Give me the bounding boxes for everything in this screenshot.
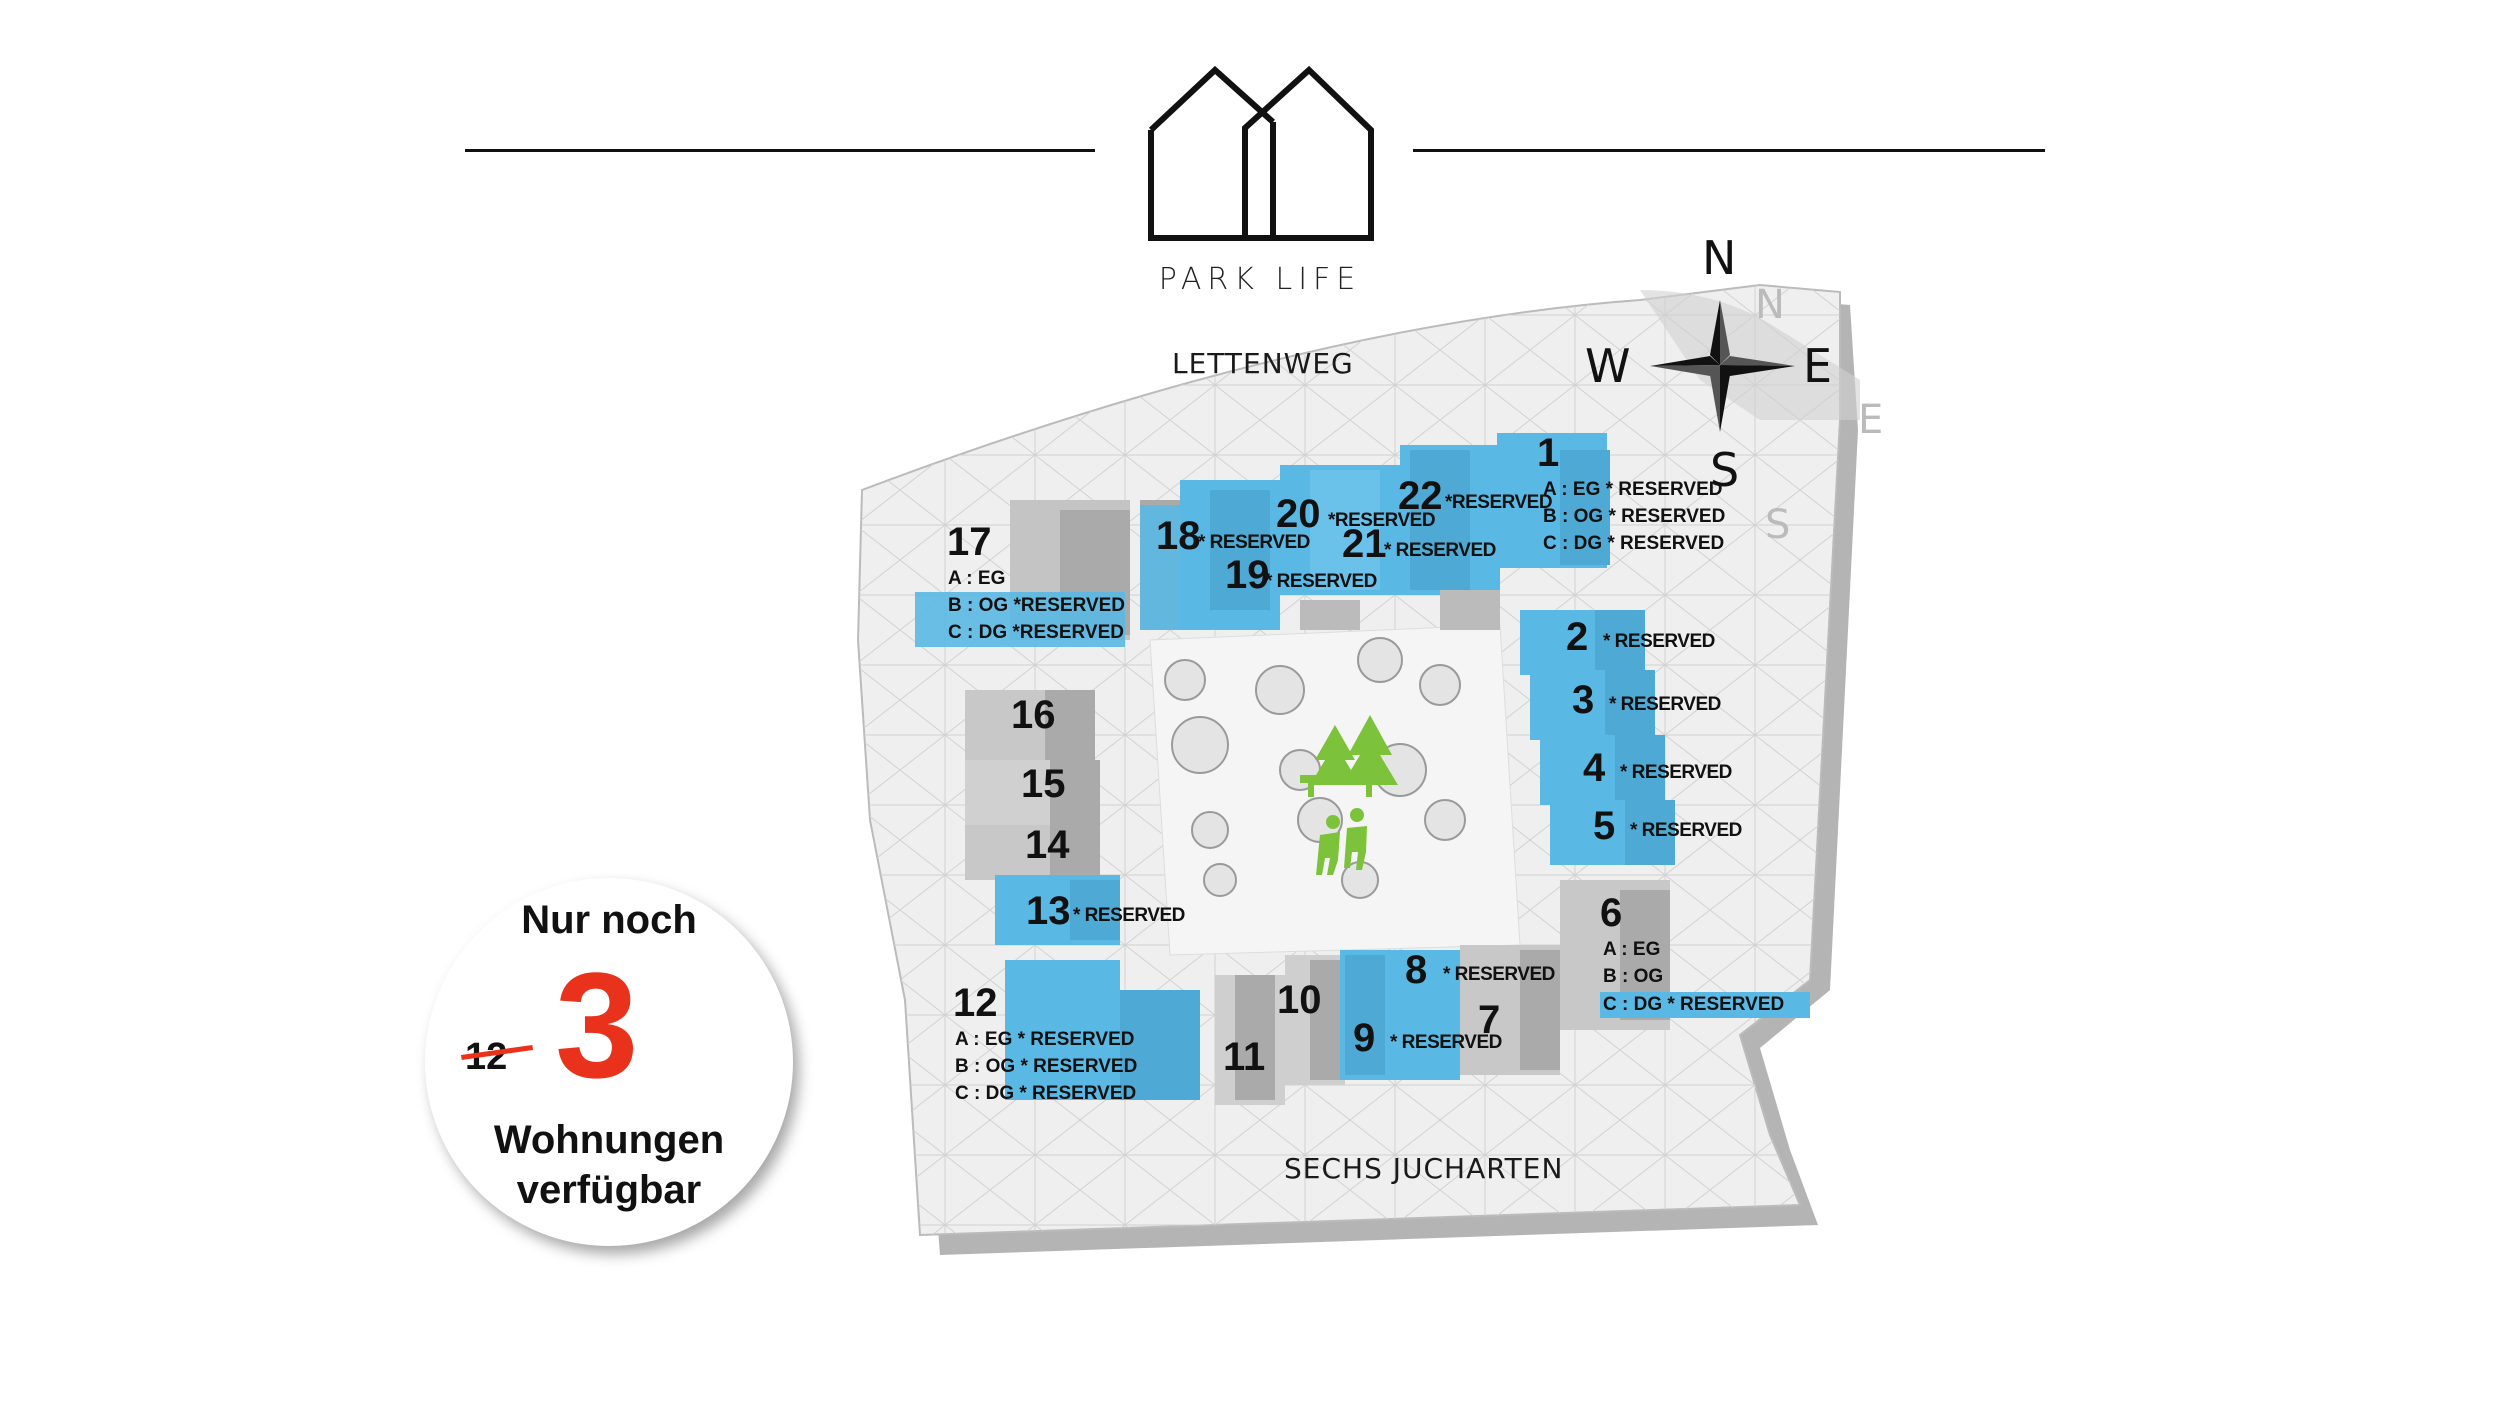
compass-w: W bbox=[1585, 339, 1631, 393]
unit-number-7[interactable]: 7 bbox=[1478, 998, 1501, 1042]
compass-e: E bbox=[1803, 339, 1833, 393]
north-row bbox=[1140, 445, 1500, 630]
unit-6-level-b: B : OG bbox=[1603, 966, 1664, 987]
compass-n: N bbox=[1702, 231, 1737, 285]
unit-1-level-b: B : OG * RESERVED bbox=[1543, 506, 1726, 527]
unit-3-status: * RESERVED bbox=[1609, 694, 1721, 715]
badge-line-3: Wohnungen bbox=[493, 1118, 725, 1162]
unit-number-16[interactable]: 16 bbox=[1011, 693, 1056, 737]
unit-6-level-c: C : DG * RESERVED bbox=[1603, 994, 1785, 1015]
unit-number-13[interactable]: 13 bbox=[1026, 889, 1071, 933]
unit-number-3[interactable]: 3 bbox=[1572, 678, 1595, 722]
unit-number-15[interactable]: 15 bbox=[1021, 762, 1066, 806]
unit-number-11[interactable]: 11 bbox=[1223, 1035, 1266, 1079]
unit-number-22[interactable]: 22 bbox=[1398, 474, 1443, 518]
header-rule-left bbox=[465, 149, 1095, 152]
unit-13-status: * RESERVED bbox=[1073, 905, 1185, 926]
unit-9-status: * RESERVED bbox=[1390, 1032, 1502, 1053]
unit-number-20[interactable]: 20 bbox=[1276, 492, 1321, 536]
unit-19-status: * RESERVED bbox=[1265, 571, 1377, 592]
unit-number-19[interactable]: 19 bbox=[1225, 553, 1270, 597]
unit-number-4[interactable]: 4 bbox=[1583, 746, 1606, 790]
house-outline-icon bbox=[1148, 65, 1374, 241]
compass-n-shadow: N bbox=[1755, 282, 1785, 328]
header-rule-right bbox=[1413, 149, 2045, 152]
badge-line-4: verfügbar bbox=[516, 1168, 702, 1212]
unit-number-8[interactable]: 8 bbox=[1405, 948, 1428, 992]
unit-number-12[interactable]: 12 bbox=[953, 981, 998, 1025]
unit-number-5[interactable]: 5 bbox=[1593, 804, 1616, 848]
unit-number-21[interactable]: 21 bbox=[1342, 522, 1387, 566]
unit-21-status: * RESERVED bbox=[1384, 540, 1496, 561]
unit-number-18[interactable]: 18 bbox=[1156, 514, 1201, 558]
unit-number-14[interactable]: 14 bbox=[1025, 823, 1070, 867]
unit-number-6[interactable]: 6 bbox=[1600, 891, 1623, 935]
unit-number-2[interactable]: 2 bbox=[1566, 615, 1589, 659]
street-south: SECHS JUCHARTEN bbox=[1284, 1152, 1564, 1185]
unit-18-status: * RESERVED bbox=[1198, 532, 1310, 553]
unit-17-level-b: B : OG *RESERVED bbox=[948, 595, 1126, 616]
unit-6-level-a: A : EG bbox=[1603, 939, 1661, 960]
unit-17-level-c: C : DG *RESERVED bbox=[948, 622, 1124, 643]
availability-badge: Nur noch 12 3 Wohnungen verfügbar bbox=[425, 878, 793, 1246]
unit-12-level-a: A : EG * RESERVED bbox=[955, 1029, 1135, 1050]
unit-4-status: * RESERVED bbox=[1620, 762, 1732, 783]
unit-12-level-c: C : DG * RESERVED bbox=[955, 1083, 1137, 1104]
courtyard bbox=[1149, 624, 1521, 956]
compass-e-shadow: E bbox=[1858, 397, 1884, 443]
unit-number-9[interactable]: 9 bbox=[1353, 1016, 1376, 1060]
unit-12-level-b: B : OG * RESERVED bbox=[955, 1056, 1138, 1077]
unit-number-17[interactable]: 17 bbox=[947, 520, 992, 564]
unit-8-status: * RESERVED bbox=[1443, 964, 1555, 985]
unit-22-status: *RESERVED bbox=[1445, 492, 1553, 513]
unit-1-level-c: C : DG * RESERVED bbox=[1543, 533, 1725, 554]
brand-name: PARK LIFE bbox=[1158, 262, 1362, 297]
tree-cluster bbox=[1164, 637, 1466, 899]
park-icon bbox=[1300, 715, 1398, 875]
badge-new-count: 3 bbox=[555, 941, 639, 1109]
unit-17-level-a: A : EG bbox=[948, 568, 1006, 589]
unit-number-1[interactable]: 1 bbox=[1537, 431, 1560, 475]
badge-line-1: Nur noch bbox=[521, 898, 697, 942]
compass-s-shadow: S bbox=[1765, 502, 1791, 548]
unit-1-level-a: A : EG * RESERVED bbox=[1543, 479, 1723, 500]
unit-5-status: * RESERVED bbox=[1630, 820, 1742, 841]
street-north: LETTENWEG bbox=[1172, 347, 1354, 380]
compass-rose-icon bbox=[1640, 290, 1860, 432]
unit-20-status: *RESERVED bbox=[1328, 510, 1436, 531]
unit-2-status: * RESERVED bbox=[1603, 631, 1715, 652]
compass-s: S bbox=[1710, 443, 1740, 497]
unit-number-10[interactable]: 10 bbox=[1277, 978, 1322, 1022]
